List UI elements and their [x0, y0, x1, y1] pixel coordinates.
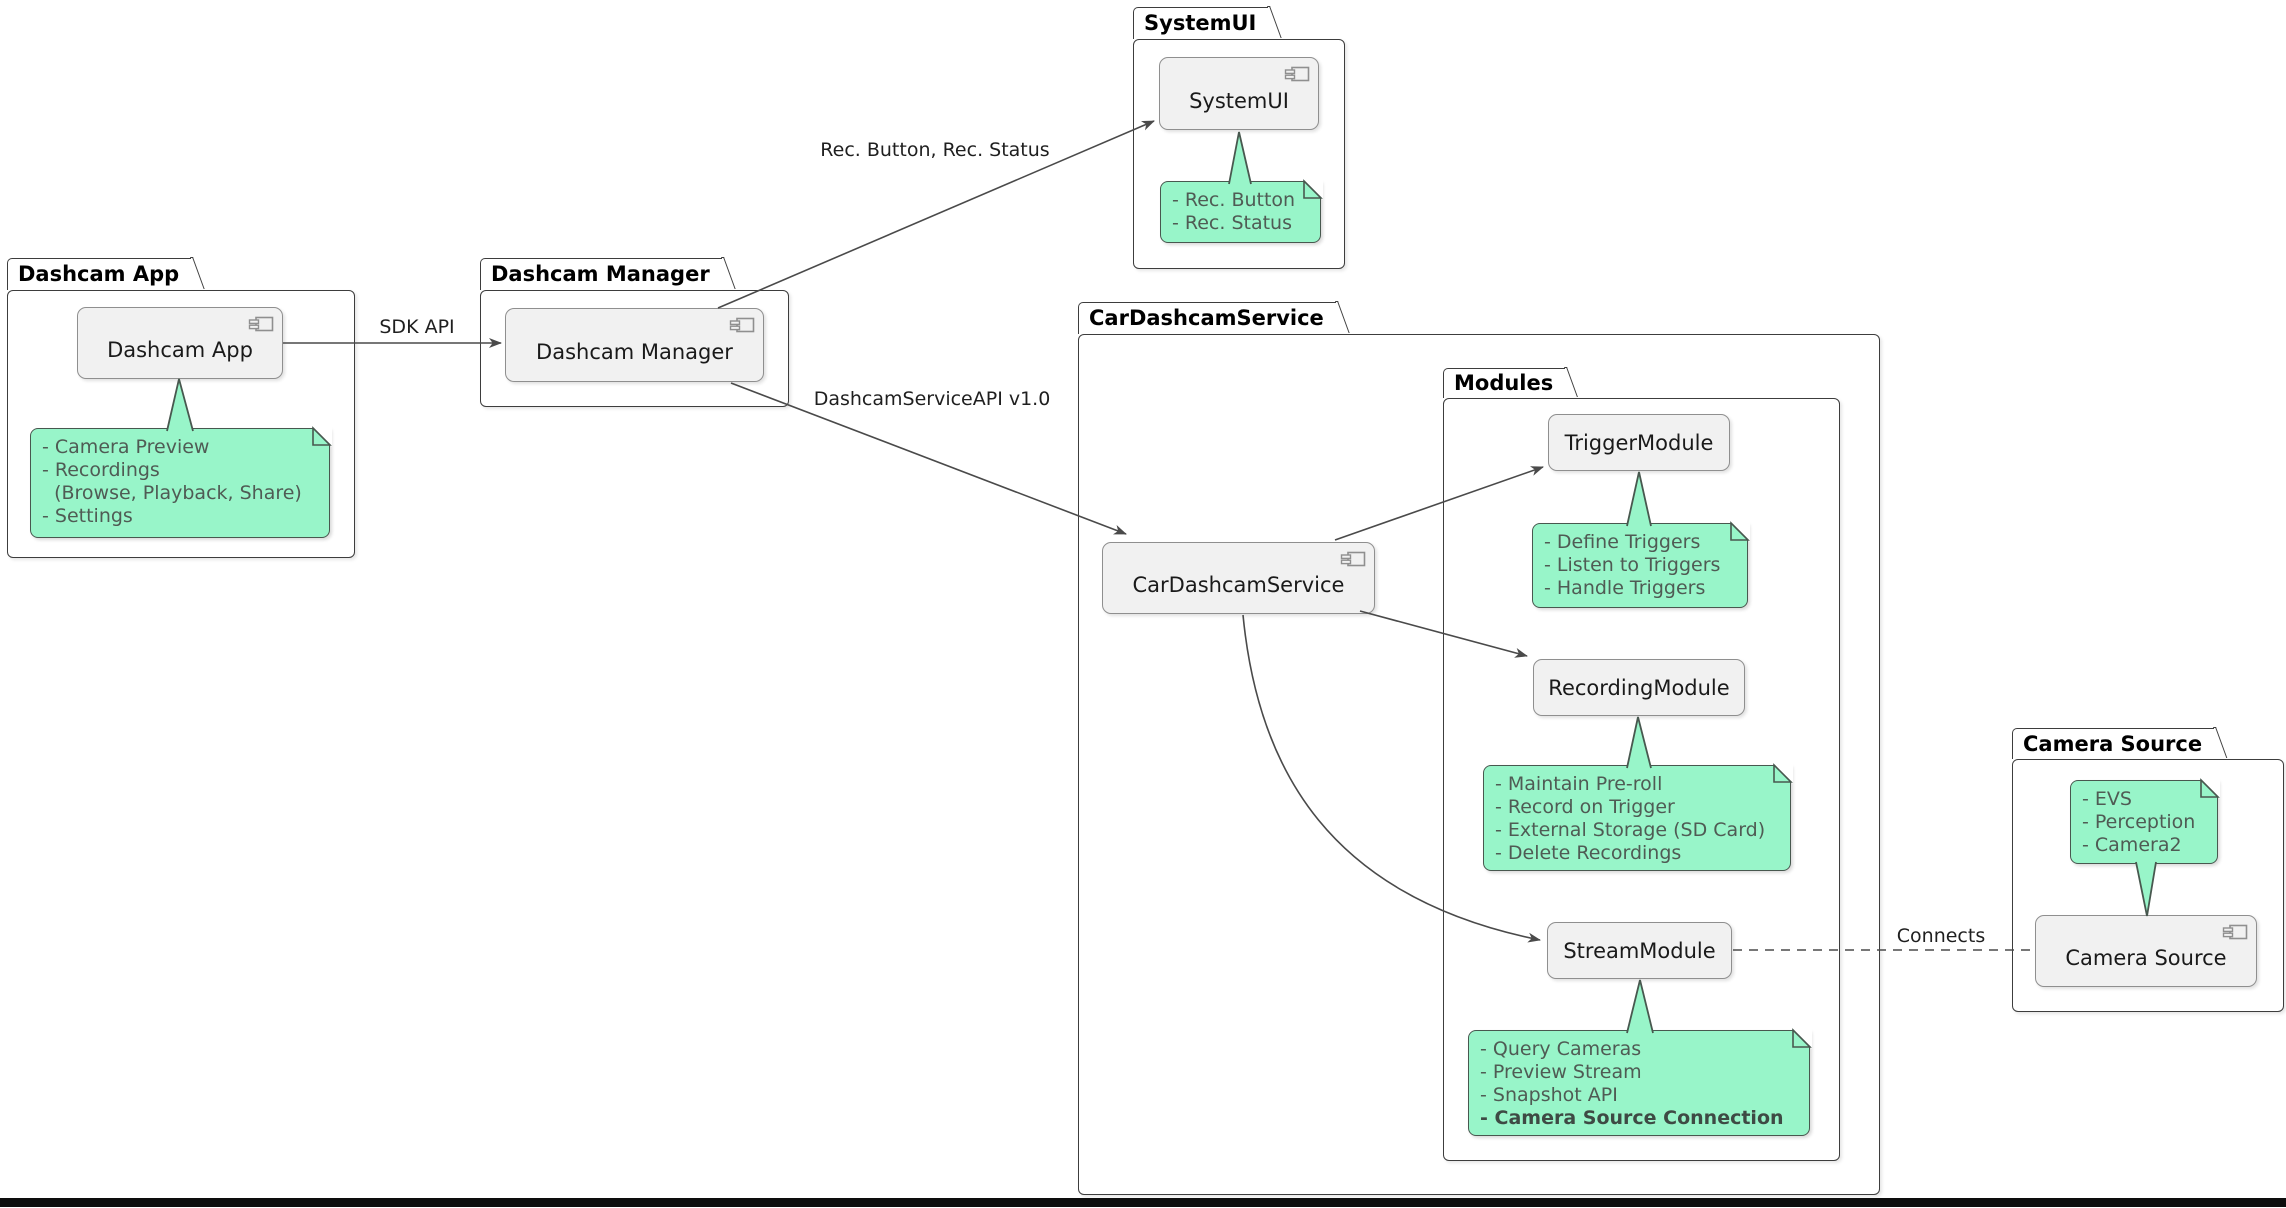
component-dashcam-manager: Dashcam Manager [505, 308, 764, 382]
package-tab-camera-source: Camera Source [2012, 728, 2215, 759]
note-line: - Query Cameras [1480, 1038, 1642, 1060]
note-line: - External Storage (SD Card) [1495, 819, 1766, 841]
note-line: - Handle Triggers [1544, 577, 1706, 599]
note-line: - Define Triggers [1544, 531, 1701, 553]
component-label: SystemUI [1189, 88, 1289, 113]
component-label: Dashcam Manager [536, 340, 733, 364]
component-camera-source: Camera Source [2035, 915, 2257, 987]
bottom-bar [0, 1198, 2286, 1207]
note-camera-source: - EVS - Perception - Camera2 [2070, 780, 2218, 864]
component-icon [729, 316, 755, 340]
note-line: - Perception [2082, 811, 2196, 833]
note-line: - Preview Stream [1480, 1061, 1642, 1083]
component-recording-module: RecordingModule [1533, 659, 1745, 716]
component-icon [2222, 923, 2248, 947]
edge-label-rec-button-status: Rec. Button, Rec. Status [820, 139, 1050, 161]
edge-label-service-api: DashcamServiceAPI v1.0 [813, 388, 1051, 410]
note-line: - Recordings [42, 459, 160, 481]
note-line: - Settings [42, 505, 133, 527]
edge-label-connects: Connects [1896, 925, 1986, 947]
component-label: CarDashcamService [1132, 573, 1345, 597]
component-icon [1340, 550, 1366, 574]
component-label: StreamModule [1563, 938, 1716, 963]
note-line: (Browse, Playback, Share) [42, 482, 302, 504]
note-line: - Rec. Status [1172, 212, 1293, 234]
note-line: - Camera2 [2082, 834, 2182, 856]
note-line: - Maintain Pre-roll [1495, 773, 1663, 795]
note-recording-module: - Maintain Pre-roll - Record on Trigger … [1483, 765, 1791, 871]
note-line: - Camera Source Connection [1480, 1107, 1784, 1129]
note-line: - Rec. Button [1172, 189, 1296, 211]
package-tab-car-dashcam-service: CarDashcamService [1078, 302, 1336, 334]
note-line: - Record on Trigger [1495, 796, 1675, 818]
note-line: - EVS [2082, 788, 2132, 810]
note-stream-module: - Query Cameras - Preview Stream - Snaps… [1468, 1030, 1810, 1136]
note-trigger-module: - Define Triggers - Listen to Triggers -… [1532, 523, 1748, 608]
note-line: - Snapshot API [1480, 1084, 1618, 1106]
package-tab-dashcam-app: Dashcam App [7, 258, 192, 290]
component-trigger-module: TriggerModule [1548, 414, 1730, 471]
component-stream-module: StreamModule [1547, 922, 1732, 979]
note-line: - Listen to Triggers [1544, 554, 1721, 576]
component-icon [1284, 65, 1310, 89]
component-dashcam-app: Dashcam App [77, 307, 283, 379]
component-label: Camera Source [2065, 946, 2227, 970]
component-systemui: SystemUI [1159, 57, 1319, 130]
component-label: TriggerModule [1564, 430, 1714, 455]
component-label: RecordingModule [1548, 675, 1730, 700]
package-tab-systemui: SystemUI [1133, 7, 1269, 39]
note-line: - Delete Recordings [1495, 842, 1682, 864]
package-tab-modules: Modules [1443, 368, 1566, 398]
note-line: - Camera Preview [42, 436, 210, 458]
note-systemui: - Rec. Button - Rec. Status [1160, 181, 1321, 243]
edge-label-sdk-api: SDK API [379, 316, 455, 338]
note-dashcam-app: - Camera Preview - Recordings (Browse, P… [30, 428, 330, 538]
package-tab-dashcam-manager: Dashcam Manager [480, 258, 722, 290]
component-car-dashcam-service: CarDashcamService [1102, 542, 1375, 614]
component-label: Dashcam App [107, 338, 253, 362]
component-icon [248, 315, 274, 339]
